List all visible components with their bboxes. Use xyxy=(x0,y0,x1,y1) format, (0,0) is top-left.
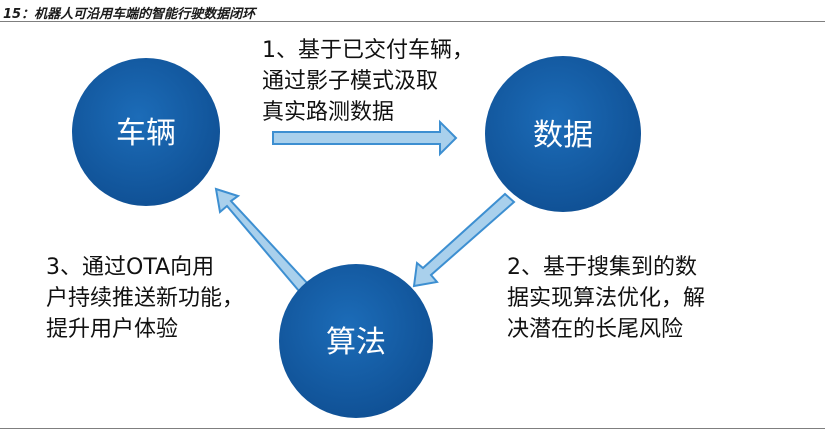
step-2-text: 2、基于搜集到的数 据实现算法优化，解 决潜在的长尾风险 xyxy=(507,252,705,345)
node-algorithm-label: 算法 xyxy=(326,325,386,360)
node-vehicle: 车辆 xyxy=(72,58,220,206)
figure-title: 15：机器人可沿用车端的智能行驶数据闭环 xyxy=(3,7,256,22)
step-3-line: 3、通过OTA向用 xyxy=(46,255,215,280)
node-data: 数据 xyxy=(485,56,641,212)
step-1-text: 1、基于已交付车辆， 通过影子模式汲取 真实路测数据 xyxy=(262,35,474,128)
bottom-divider xyxy=(0,428,825,429)
step-3-line: 提升用户体验 xyxy=(46,317,179,342)
title-divider xyxy=(0,21,825,22)
node-data-label: 数据 xyxy=(533,118,593,153)
step-1-line: 通过影子模式汲取 xyxy=(262,69,439,94)
node-algorithm: 算法 xyxy=(279,264,433,418)
step-3-text: 3、通过OTA向用 户持续推送新功能， 提升用户体验 xyxy=(46,252,244,345)
arrow-vehicle-to-data xyxy=(272,119,458,157)
arrow-data-to-algorithm xyxy=(412,192,516,288)
step-2-line: 2、基于搜集到的数 xyxy=(507,255,697,280)
step-1-line: 真实路测数据 xyxy=(262,100,395,125)
step-2-line: 据实现算法优化，解 xyxy=(507,286,706,311)
step-1-line: 1、基于已交付车辆， xyxy=(262,38,474,63)
arrow-algorithm-to-vehicle xyxy=(214,187,310,293)
step-3-line: 户持续推送新功能， xyxy=(46,286,245,311)
node-vehicle-label: 车辆 xyxy=(116,116,176,151)
step-2-line: 决潜在的长尾风险 xyxy=(507,317,684,342)
